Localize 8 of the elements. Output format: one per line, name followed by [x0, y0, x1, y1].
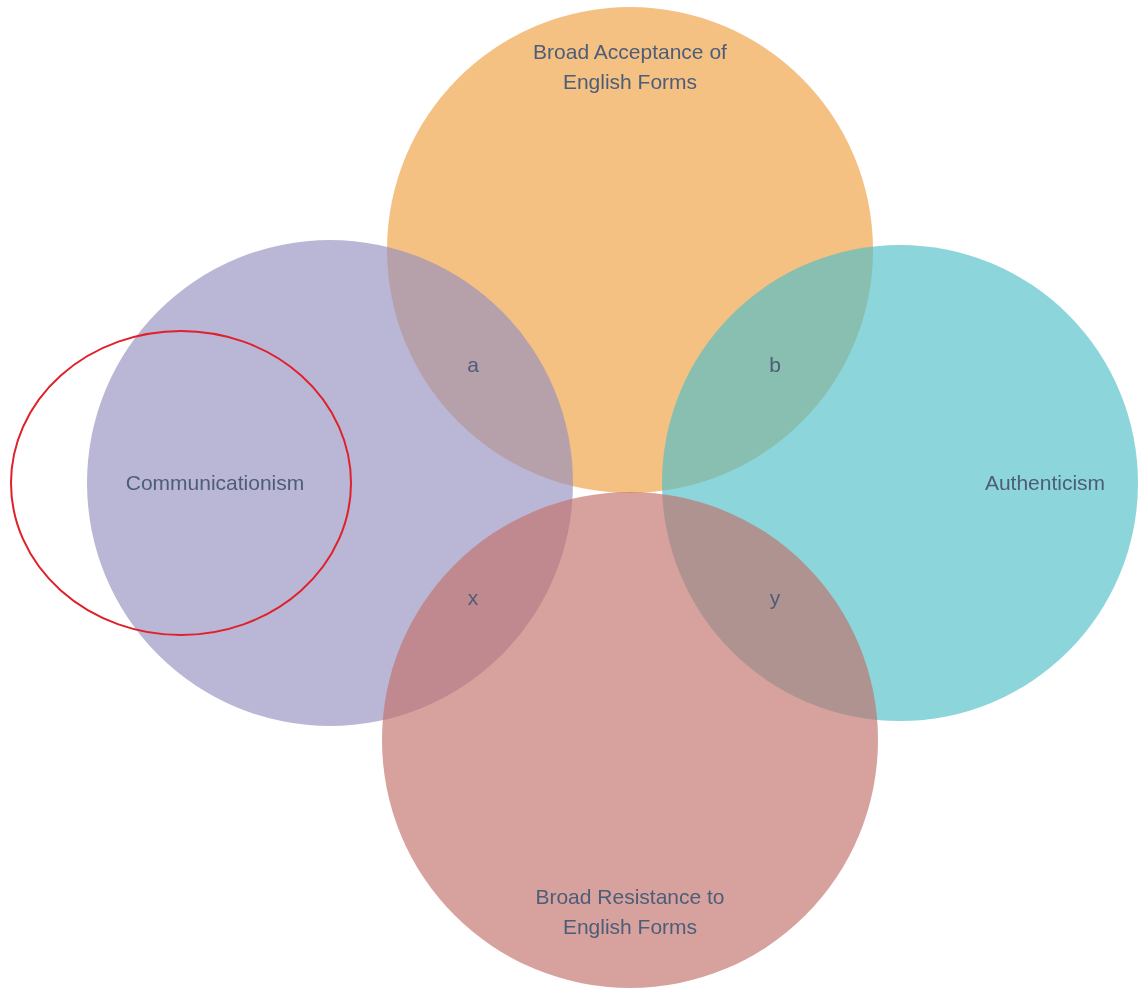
overlap-label: a [467, 353, 479, 377]
overlap-label: b [769, 353, 781, 377]
circle-label: Authenticism [983, 470, 1107, 496]
overlap-label: x [467, 586, 479, 610]
circle-label: Communicationism [124, 470, 306, 496]
circle-label: Broad Acceptance of English Forms [532, 39, 728, 95]
circle-label: Broad Resistance to English Forms [534, 884, 726, 940]
overlap-label: y [769, 586, 781, 610]
